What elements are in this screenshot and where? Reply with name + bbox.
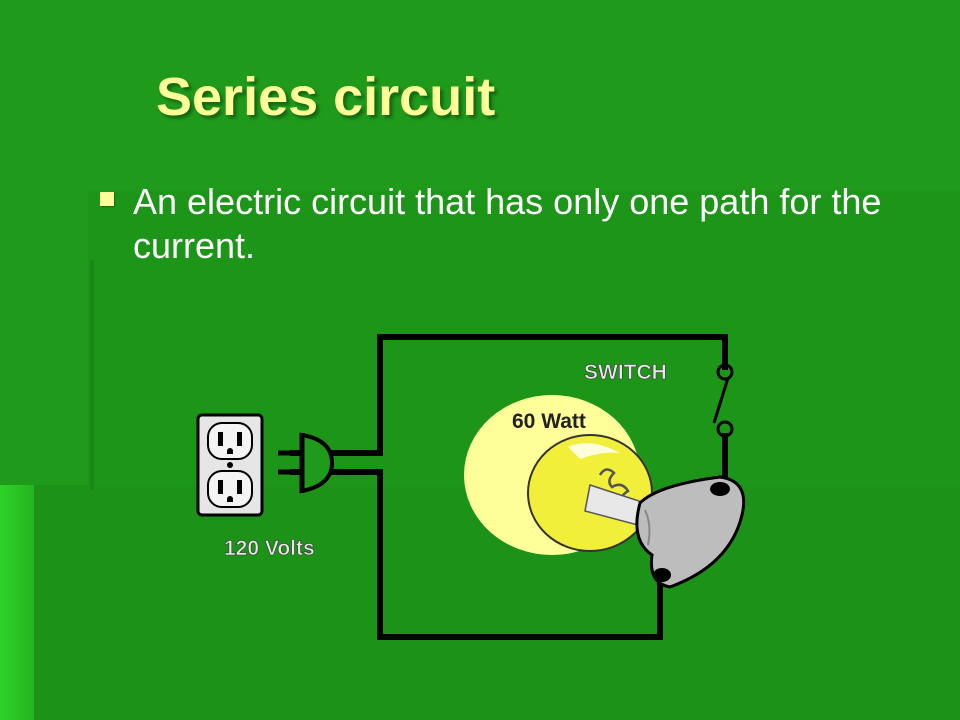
square-bullet-icon — [100, 192, 114, 206]
series-circuit-diagram: SWITCH 120 Volts 60 Watt — [196, 334, 746, 640]
socket-icon — [635, 475, 746, 589]
top-wire — [290, 334, 728, 456]
bulb-label: 60 Watt — [512, 410, 586, 433]
slide-title: Series circuit — [156, 67, 496, 127]
circuit-wires — [290, 334, 728, 640]
outlet-icon — [196, 413, 264, 517]
switch-icon — [712, 363, 734, 438]
light-bulb-icon — [527, 434, 653, 552]
switch-label: SWITCH — [584, 361, 667, 384]
background-accent-strip — [0, 485, 34, 720]
background-divider — [90, 260, 94, 490]
bullet-text: An electric circuit that has only one pa… — [133, 181, 882, 266]
plug-icon — [278, 432, 335, 494]
bottom-wire — [290, 469, 663, 640]
outlet-label: 120 Volts — [224, 537, 315, 560]
